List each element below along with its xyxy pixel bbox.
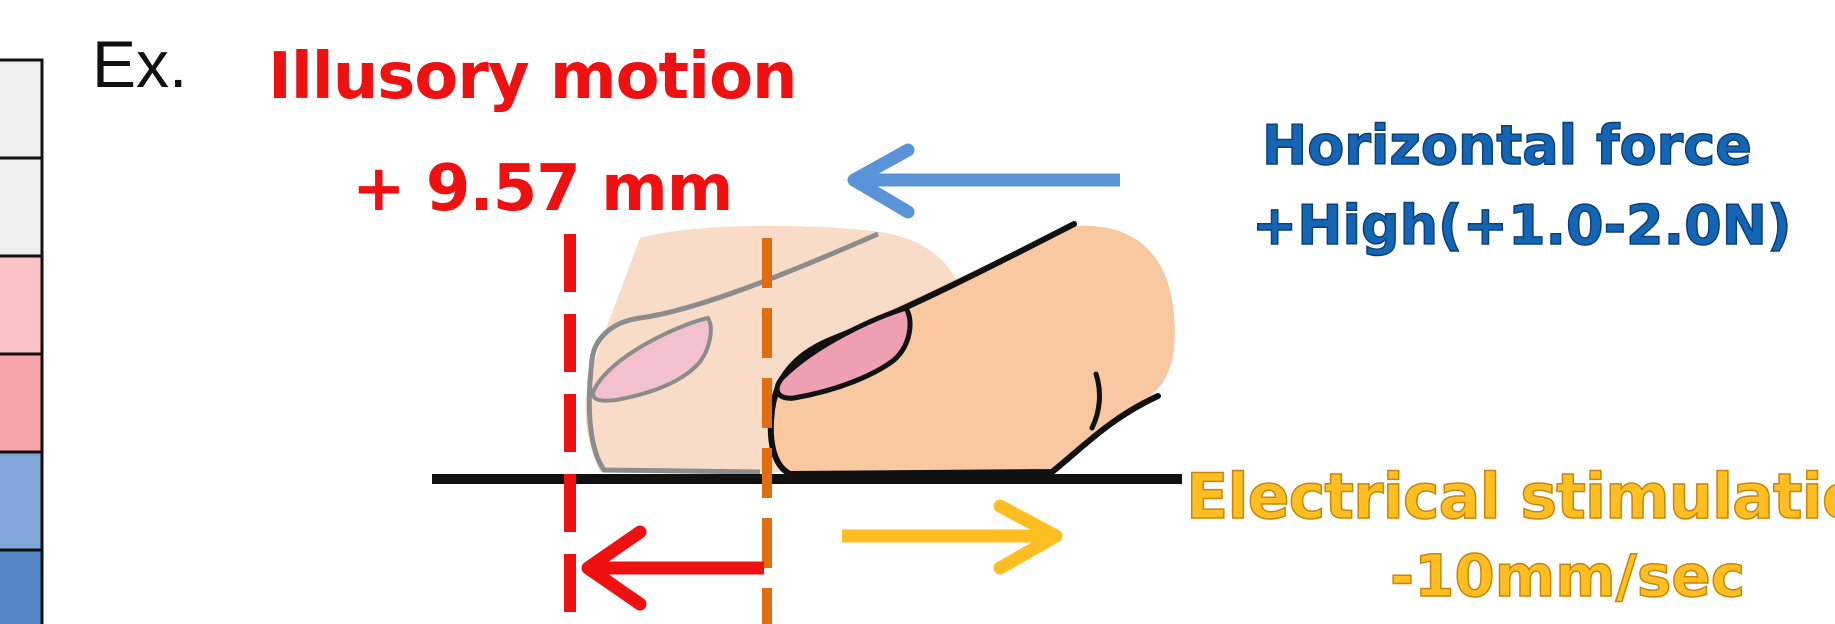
scale-cell bbox=[0, 354, 42, 452]
horizontal-force-arrow bbox=[854, 150, 1120, 212]
electrical-stimulation-value: -10mm/sec bbox=[1390, 542, 1745, 610]
example-label: Ex. bbox=[92, 26, 187, 102]
color-scale-bar bbox=[0, 60, 42, 624]
horizontal-force-title: Horizontal force bbox=[1262, 114, 1752, 177]
electrical-stimulation-title: Electrical stimulation bbox=[1186, 460, 1835, 533]
scale-cell bbox=[0, 158, 42, 256]
electrical-stimulation-arrow bbox=[842, 506, 1056, 568]
illusory-motion-value: + 9.57 mm bbox=[352, 152, 732, 226]
scale-cell bbox=[0, 452, 42, 550]
scale-cell bbox=[0, 60, 42, 158]
horizontal-force-value: +High(+1.0-2.0N) bbox=[1252, 194, 1792, 257]
illusory-motion-title: Illusory motion bbox=[268, 40, 797, 114]
illusory-motion-arrow bbox=[588, 532, 764, 604]
scale-cell bbox=[0, 256, 42, 354]
scale-cell bbox=[0, 550, 42, 624]
